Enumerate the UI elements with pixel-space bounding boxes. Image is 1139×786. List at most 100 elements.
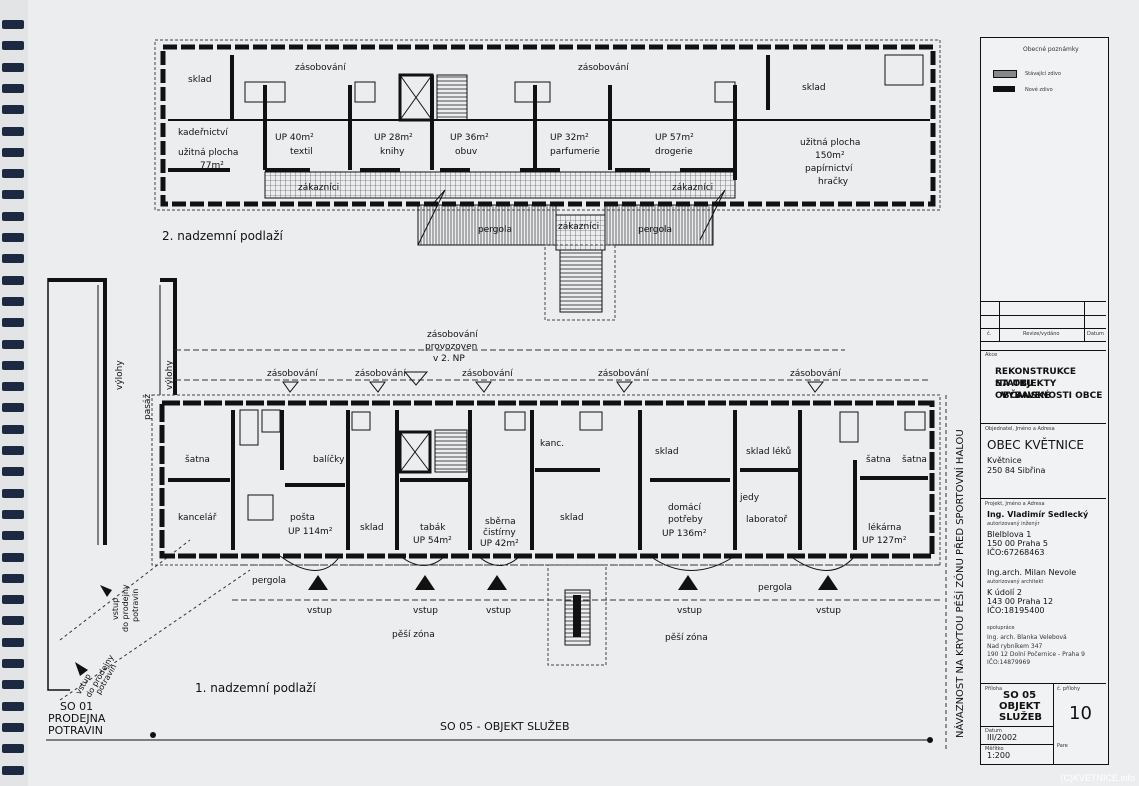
- f1-domaci-1: domácí: [668, 503, 701, 513]
- floor1-plan: [46, 278, 947, 750]
- client-name: OBEC KVĚTNICE: [987, 438, 1084, 452]
- binding-ring: [2, 722, 24, 732]
- d2-ico: IČO:18195400: [987, 606, 1045, 615]
- binding-ring: [2, 424, 24, 434]
- binding-ring: [2, 573, 24, 583]
- floor1-outer-wall: [159, 400, 935, 559]
- f1-pergola-2: pergola: [758, 583, 792, 593]
- floor2-plan: [154, 39, 941, 321]
- akce-label: Akce: [985, 352, 998, 358]
- f1-pesi-zona-1: pěší zóna: [392, 629, 435, 640]
- f2-parfumerie-1: UP 32m²: [550, 133, 589, 143]
- legend-new-swatch: [993, 86, 1015, 92]
- f2-sklad-right: sklad: [802, 83, 826, 93]
- rev-label: Revize/vydáno: [1023, 331, 1060, 337]
- f2-drogerie-1: UP 57m²: [655, 133, 694, 143]
- client-label: Objednatel, Jméno a Adresa: [985, 426, 1055, 432]
- f1-kanc: kanc.: [540, 439, 564, 449]
- binding-ring: [2, 488, 24, 498]
- f1-pesi-zona-2: pěší zóna: [665, 632, 708, 643]
- binding-ring: [2, 126, 24, 136]
- f1-supply-2: provozoven: [425, 342, 477, 352]
- f1-domaci-2: potřeby: [668, 515, 704, 525]
- binding-ring: [2, 595, 24, 605]
- floor1-stairs: [434, 429, 468, 473]
- f1-laborator: laboratoř: [746, 515, 787, 525]
- supply-markers: [282, 371, 825, 393]
- parc-label: Pare: [1057, 743, 1068, 749]
- f1-satna-3: šatna: [866, 454, 891, 465]
- f2-parfumerie-2: parfumerie: [550, 147, 600, 157]
- f1-vylohy-1: výlohy: [115, 360, 125, 390]
- f1-tabak-2: UP 54m²: [413, 536, 452, 546]
- f1-posta-2: UP 114m²: [288, 527, 333, 537]
- f1-satna-4: šatna: [902, 454, 927, 465]
- f2-papirnictvi-1: užitná plocha: [800, 138, 860, 148]
- f1-sklad-leku: sklad léků: [746, 446, 791, 457]
- f1-cistirna-3: UP 42m²: [480, 539, 519, 549]
- akce-line3: VYBAVENOSTI OBCE: [1001, 391, 1103, 401]
- designer-label: Projekt, Jméno a Adresa: [985, 501, 1045, 507]
- binding-ring: [2, 446, 24, 455]
- binding-ring: [2, 62, 24, 72]
- f1-vstup-1: vstup: [307, 606, 332, 616]
- vstup-prodejny-1a: vstup: [111, 598, 120, 620]
- binding-ring: [2, 360, 24, 370]
- f1-cistirna-2: čistírny: [483, 527, 516, 538]
- f1-zasobovani-2: zásobování: [355, 369, 406, 379]
- f2-textil-1: UP 40m²: [275, 133, 314, 143]
- rev-date: Datum: [1087, 331, 1104, 337]
- binding-ring: [2, 41, 24, 51]
- datum-label: Datum: [985, 728, 1002, 734]
- f1-vylohy-2: výlohy: [165, 360, 175, 390]
- akce-line1: REKONSTRUKCE STATKU: [995, 367, 1077, 389]
- f1-satna-1: šatna: [185, 454, 210, 465]
- priloha-3: SLUŽEB: [999, 712, 1043, 723]
- priloha-1: SO 05: [1003, 690, 1037, 701]
- so01-line2: PRODEJNA: [48, 712, 106, 725]
- client-addr-2: 250 84 Sibřina: [987, 466, 1046, 475]
- f2-pergola-1: pergola: [478, 225, 512, 235]
- akce-line2: NA OBJEKTY OBČANSKÉ: [995, 379, 1057, 401]
- binding-ring: [2, 701, 24, 711]
- d1-title: autorizovaný inženýr: [987, 521, 1040, 527]
- f2-kadernictvi-3: 77m²: [200, 161, 224, 171]
- d3-name: Ing. arch. Blanka Velebová: [987, 634, 1067, 641]
- meritko-value: 1:200: [987, 751, 1011, 760]
- floor2-outer-wall: [160, 44, 936, 207]
- f1-vstup-2: vstup: [413, 606, 438, 616]
- binding-ring: [2, 765, 24, 775]
- binding-ring: [2, 680, 24, 690]
- legend-existing-swatch: [993, 70, 1017, 78]
- f1-cistirna-1: sběrna: [485, 517, 516, 527]
- f1-tabak-1: tabák: [420, 523, 446, 533]
- f2-pergola-2: pergola: [638, 225, 672, 235]
- d3-street: Nad rybníkem 347: [987, 643, 1043, 650]
- so01-line1: SO 01: [60, 700, 93, 713]
- floor2-pergola-right: [604, 204, 714, 246]
- binding-ring: [2, 382, 24, 392]
- f2-knihy-2: knihy: [380, 147, 405, 157]
- f2-sklad-left: sklad: [188, 75, 212, 85]
- cislo-value: 10: [1069, 703, 1092, 724]
- f1-vstup-5: vstup: [816, 606, 841, 616]
- watermark: (C)KVETNICE.info: [1060, 773, 1135, 783]
- floor2-pergola-left: [417, 204, 557, 246]
- f1-lekarna-1: lékárna: [868, 522, 901, 533]
- d3-city: 190 12 Dolní Počernice - Praha 9: [987, 651, 1085, 658]
- f2-papirnictvi-4: hračky: [818, 176, 849, 187]
- d1-street: Blelblova 1: [987, 530, 1032, 539]
- f2-zasobovani-1: zásobování: [295, 63, 346, 73]
- notes-header: Obecné poznámky: [1023, 46, 1079, 53]
- f2-textil-2: textil: [290, 147, 313, 157]
- binding-ring: [2, 105, 24, 115]
- d2-street: K údolí 2: [987, 588, 1022, 597]
- binding-ring: [2, 531, 24, 541]
- binding-ring: [2, 211, 24, 221]
- binding-ring: [2, 83, 24, 93]
- binding-ring: [2, 552, 24, 562]
- f2-zasobovani-2: zásobování: [578, 63, 629, 73]
- binding-ring: [2, 509, 24, 519]
- f2-zakaznici-3: zákazníci: [558, 222, 599, 232]
- title-block: Obecné poznámky Stávající zdivo Nové zdi…: [980, 37, 1109, 765]
